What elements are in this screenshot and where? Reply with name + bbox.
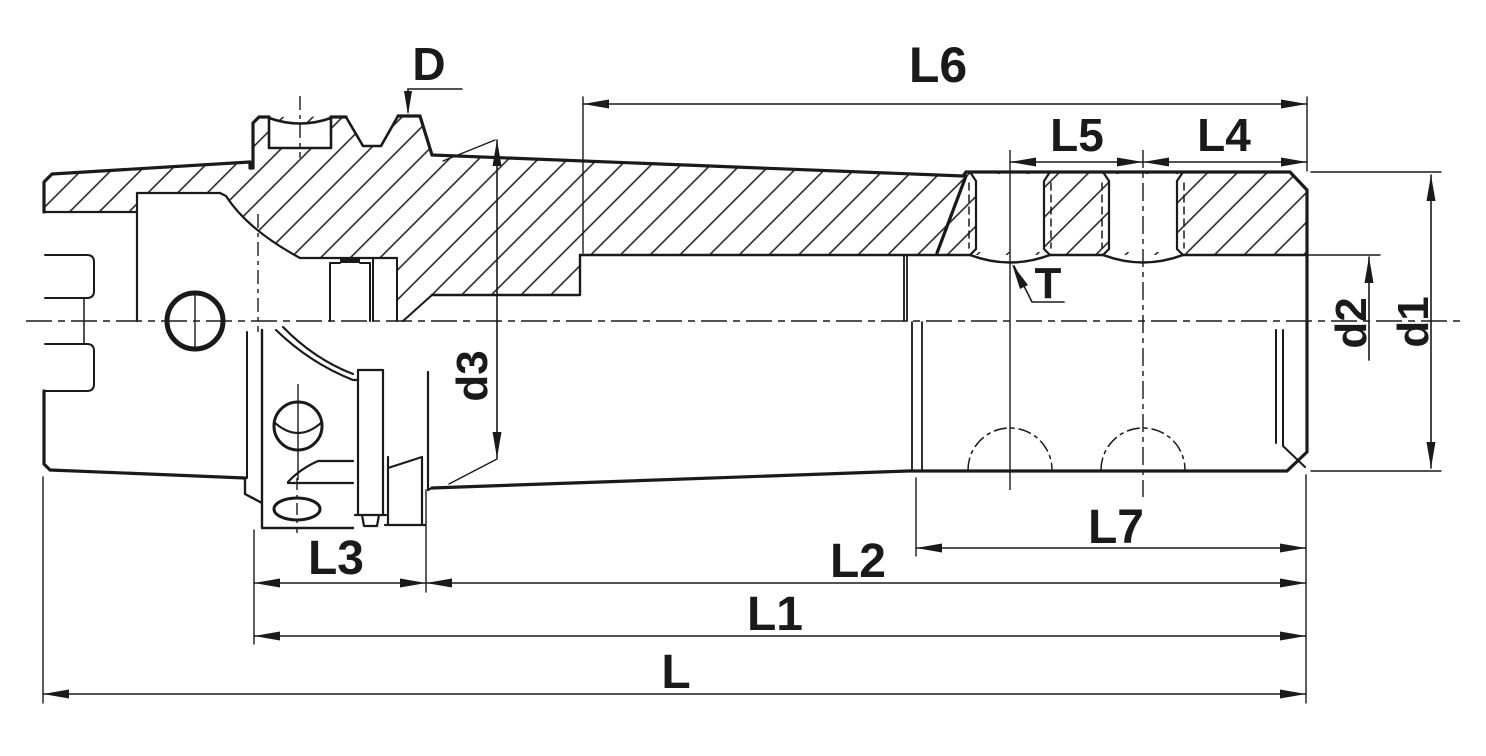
dimension-L: L (42, 474, 1307, 704)
dim-label-d3: d3 (448, 350, 497, 401)
flange-right-face-lower (426, 370, 434, 492)
screw-hole-1 (968, 170, 1052, 257)
dimension-L7: L7 (915, 477, 1307, 557)
pocket-b-cutout (373, 258, 397, 321)
shank-outline-upper (42, 160, 252, 214)
pocket-wedge (286, 459, 355, 485)
bore-step-lines (903, 254, 923, 471)
shoulder-edge (935, 174, 968, 255)
screw-hole-1-thread (968, 182, 1052, 249)
hole-projection-arc-2 (1100, 427, 1186, 471)
dim-label-D: D (412, 38, 445, 90)
dimension-L1: L1 (253, 588, 1307, 641)
dimension-d3: d3 (442, 139, 502, 485)
dimensions: D L6 L5 L4 T (42, 37, 1442, 704)
dimension-L3: L3 (253, 489, 427, 645)
dim-label-L1: L1 (747, 588, 803, 641)
shank-outline-lower (42, 389, 247, 480)
dim-label-L4: L4 (1197, 109, 1251, 161)
dimension-D: D (404, 38, 463, 115)
dim-label-L6: L6 (909, 37, 967, 93)
pilot-bore (430, 253, 582, 297)
part-outline (42, 114, 1309, 530)
dimension-d1: d1 (1310, 171, 1442, 472)
ball-track-arc (274, 325, 360, 382)
pocket-a (329, 262, 371, 322)
section-hatch (44, 115, 1307, 321)
shank-cavity (42, 191, 222, 323)
drive-key-bar (353, 368, 388, 528)
hole-projection-arc-1 (967, 427, 1053, 471)
flange-vnotch (344, 114, 400, 148)
dim-label-d2: d2 (1327, 297, 1376, 348)
bore-chamfer-diagonal (402, 294, 433, 322)
flange-top-edge (329, 114, 434, 157)
hatch-region (44, 116, 1307, 321)
dimension-T: T (1012, 259, 1065, 308)
dim-label-L: L (661, 646, 690, 699)
flange-lower-details (246, 325, 434, 528)
flange-drive-slot (267, 116, 333, 150)
flange-outline-lower (243, 328, 355, 530)
dim-label-d1: d1 (1389, 296, 1438, 347)
dimension-L2: L2 (425, 535, 1307, 588)
drive-key-block (383, 455, 427, 527)
shank-lip-lower (44, 343, 95, 392)
dimension-d2: d2 (1285, 254, 1381, 361)
pocket-a-cutout (330, 263, 370, 321)
flange-left-face (248, 115, 271, 170)
centerlines (26, 96, 1462, 533)
dim-label-L7: L7 (1088, 501, 1144, 554)
pocket-b (372, 257, 398, 322)
dimension-L5: L5 (1009, 109, 1144, 167)
dim-label-T: T (1035, 259, 1062, 308)
dim-label-L3: L3 (308, 532, 364, 585)
nose-groove (1275, 329, 1306, 468)
dim-label-L5: L5 (1050, 109, 1104, 161)
dim-label-L2: L2 (830, 535, 886, 588)
screw-hole-2 (1101, 170, 1185, 257)
screw-hole-2-thread (1101, 182, 1185, 249)
body-outline (430, 153, 1309, 490)
dimension-L6: L6 (582, 37, 1308, 254)
dimension-L4: L4 (1142, 109, 1308, 167)
pocket-a-cap (340, 257, 360, 263)
shank-lip-upper (44, 254, 95, 299)
